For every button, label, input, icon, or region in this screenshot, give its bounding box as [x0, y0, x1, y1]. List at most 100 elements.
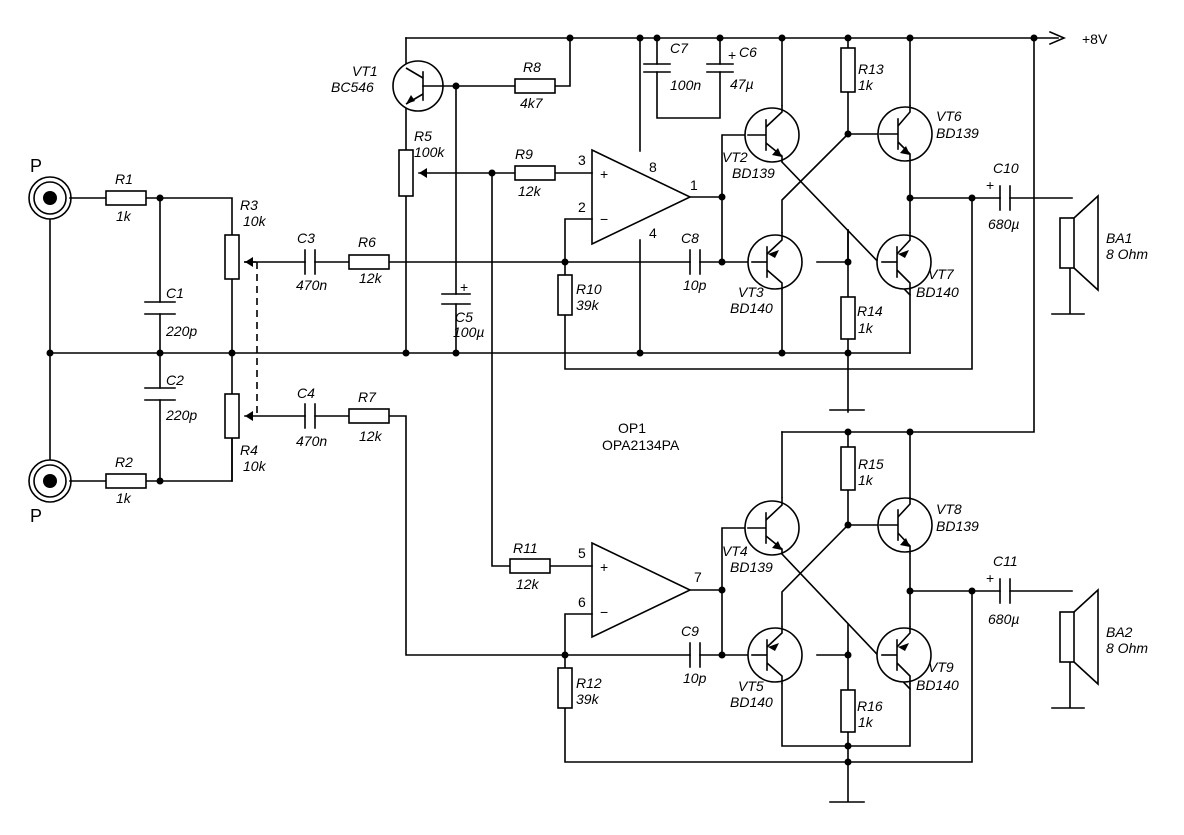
- svg-text:3: 3: [578, 152, 586, 168]
- connector-label-bottom: P: [30, 506, 42, 526]
- svg-text:R14: R14: [857, 303, 883, 319]
- svg-text:R15: R15: [858, 456, 884, 472]
- svg-text:470n: 470n: [296, 277, 327, 293]
- resistor-r15: R15 1k: [840, 446, 884, 491]
- transistor-vt6: VT6 BD139: [877, 105, 979, 162]
- capacitor-c11: + C11 680µ: [986, 553, 1019, 627]
- input-connector-top: P: [28, 156, 72, 220]
- transistor-vt2: VT2 BD139: [722, 105, 800, 181]
- capacitor-c4: C4 470n: [296, 385, 327, 449]
- svg-text:VT2: VT2: [722, 149, 748, 165]
- svg-text:BD140: BD140: [730, 300, 773, 316]
- svg-text:VT9: VT9: [928, 659, 954, 675]
- capacitor-c6: + C6 47µ: [706, 44, 757, 92]
- svg-text:VT1: VT1: [352, 63, 378, 79]
- resistor-r7: R7 12k: [348, 389, 390, 444]
- resistor-r11: R11 12k: [509, 540, 551, 592]
- svg-text:OP1: OP1: [618, 420, 646, 436]
- resistor-r9: R9 12k: [514, 146, 556, 199]
- svg-text:C5: C5: [455, 309, 473, 325]
- svg-text:R4: R4: [240, 442, 258, 458]
- capacitor-c7: C7 100n: [643, 40, 701, 93]
- svg-text:C9: C9: [681, 623, 699, 639]
- capacitor-c10: + C10 680µ: [986, 160, 1019, 232]
- svg-text:−: −: [600, 604, 608, 620]
- supply-rail: +8V: [1048, 30, 1108, 47]
- svg-text:R5: R5: [414, 128, 432, 144]
- svg-text:47µ: 47µ: [730, 76, 754, 92]
- potentiometer-r5: R5 100k: [398, 128, 445, 197]
- svg-text:8 Ohm: 8 Ohm: [1106, 640, 1148, 656]
- svg-text:VT3: VT3: [738, 284, 764, 300]
- svg-text:8: 8: [649, 159, 657, 175]
- transistor-vt3: VT3 BD140: [730, 232, 803, 316]
- capacitor-c5: + C5 100µ: [441, 279, 484, 340]
- svg-text:BD139: BD139: [730, 559, 773, 575]
- svg-text:BA2: BA2: [1106, 624, 1133, 640]
- svg-text:C2: C2: [166, 372, 184, 388]
- svg-text:1k: 1k: [116, 490, 132, 506]
- capacitor-c3: C3 470n: [296, 230, 327, 293]
- svg-text:C11: C11: [993, 553, 1018, 569]
- svg-text:C6: C6: [739, 44, 757, 60]
- opamp-u1: + − 3 2 8 4 1: [578, 148, 698, 246]
- svg-text:+: +: [728, 47, 736, 63]
- svg-text:BC546: BC546: [331, 79, 374, 95]
- svg-text:680µ: 680µ: [988, 216, 1019, 232]
- capacitor-c9: C9 10p: [681, 623, 707, 686]
- svg-text:R7: R7: [358, 389, 377, 405]
- resistor-r13: R13 1k: [840, 47, 884, 93]
- transistor-vt7: VT7 BD140: [876, 232, 959, 300]
- transistor-vt4: VT4 BD139: [722, 497, 800, 575]
- svg-text:C8: C8: [681, 230, 699, 246]
- svg-text:+: +: [986, 570, 994, 586]
- svg-text:C4: C4: [297, 385, 315, 401]
- svg-text:4k7: 4k7: [520, 95, 544, 111]
- svg-text:−: −: [600, 211, 608, 227]
- svg-text:6: 6: [578, 594, 586, 610]
- svg-text:BD140: BD140: [916, 677, 959, 693]
- svg-text:1k: 1k: [858, 472, 874, 488]
- svg-text:VT7: VT7: [928, 266, 955, 282]
- input-connector-bottom: P: [28, 459, 72, 526]
- svg-text:R3: R3: [240, 197, 258, 213]
- svg-text:220p: 220p: [165, 407, 197, 423]
- svg-text:BD140: BD140: [730, 694, 773, 710]
- resistor-r10: R10 39k: [557, 274, 602, 316]
- svg-text:C1: C1: [166, 285, 184, 301]
- svg-text:100n: 100n: [670, 77, 701, 93]
- svg-text:1k: 1k: [116, 208, 132, 224]
- opamp-label: OP1 OPA2134PA: [602, 420, 680, 453]
- svg-text:VT8: VT8: [936, 501, 962, 517]
- transistor-vt1: VT1 BC546: [331, 60, 444, 112]
- svg-text:4: 4: [649, 225, 657, 241]
- svg-text:+: +: [460, 279, 468, 295]
- svg-text:100k: 100k: [414, 144, 445, 160]
- potentiometer-r4: R4 10k: [224, 393, 267, 474]
- svg-text:1k: 1k: [858, 77, 874, 93]
- svg-text:+: +: [600, 559, 608, 575]
- svg-text:10k: 10k: [243, 213, 267, 229]
- resistor-r6: R6 12k: [348, 234, 390, 286]
- resistor-r14: R14 1k: [840, 296, 883, 340]
- svg-text:BD139: BD139: [732, 165, 775, 181]
- svg-text:R12: R12: [576, 675, 602, 691]
- supply-label: +8V: [1082, 31, 1108, 47]
- connector-label-top: P: [30, 156, 42, 176]
- resistor-r12: R12 39k: [557, 667, 602, 709]
- resistor-r16: R16 1k: [840, 689, 883, 733]
- svg-text:R10: R10: [576, 281, 602, 297]
- opamp-u2: + − 5 6 7: [578, 541, 702, 639]
- svg-text:BA1: BA1: [1106, 230, 1132, 246]
- potentiometer-r3: R3 10k: [224, 197, 267, 280]
- svg-text:+: +: [986, 177, 994, 193]
- svg-text:7: 7: [694, 569, 702, 585]
- capacitor-c1: C1 220p: [144, 285, 197, 339]
- svg-text:2: 2: [578, 199, 586, 215]
- svg-text:VT5: VT5: [738, 678, 764, 694]
- svg-text:R6: R6: [358, 234, 376, 250]
- svg-text:R1: R1: [115, 171, 133, 187]
- junction-dots: [46, 34, 1038, 766]
- transistor-vt9: VT9 BD140: [876, 626, 959, 693]
